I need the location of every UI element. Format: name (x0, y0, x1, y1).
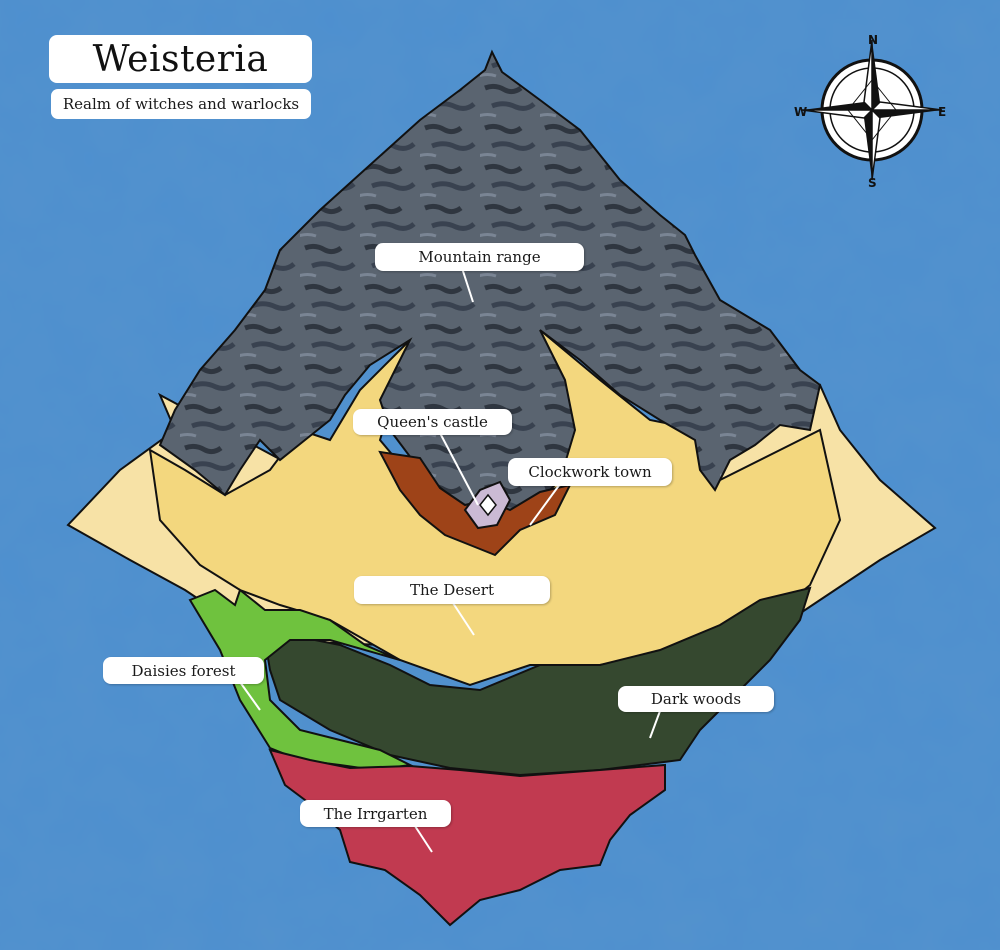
leader-lines (239, 267, 661, 853)
map-title: Weisteria (49, 35, 312, 83)
compass-west: W (794, 105, 807, 119)
label-the-irrgarten: The Irrgarten (300, 800, 451, 827)
compass-rose-icon: N S E W (794, 33, 946, 190)
irrgarten-region (268, 748, 666, 927)
map-subtitle: Realm of witches and warlocks (51, 89, 311, 119)
label-mountain-range: Mountain range (375, 243, 584, 271)
label-queens-castle: Queen's castle (353, 409, 512, 435)
queens-castle-icon (463, 480, 512, 530)
compass-south: S (868, 176, 877, 190)
label-daisies-forest: Daisies forest (103, 657, 264, 684)
mountain-region (158, 49, 822, 522)
desert-region (148, 327, 842, 687)
label-clockwork-town: Clockwork town (508, 458, 672, 486)
label-dark-woods: Dark woods (618, 686, 774, 712)
label-the-desert: The Desert (354, 576, 550, 604)
compass-north: N (868, 33, 878, 47)
compass-east: E (938, 105, 946, 119)
